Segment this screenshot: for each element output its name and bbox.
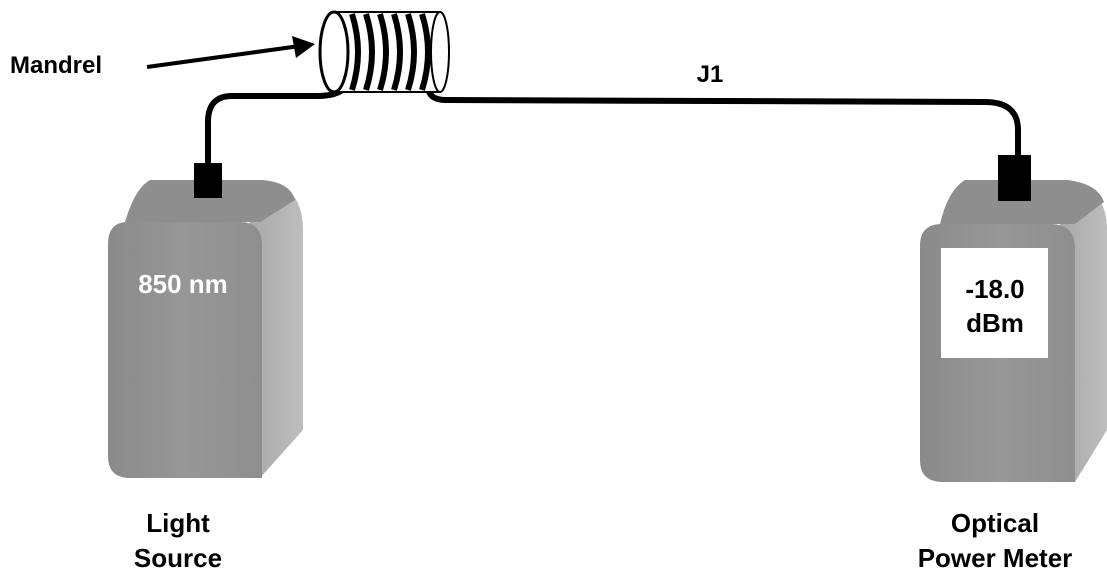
mandrel-fiber-wraps (349, 13, 431, 91)
meter-reading-unit: dBm (966, 308, 1024, 338)
power-meter-screen (941, 248, 1048, 358)
light-source-caption-line2: Source (134, 543, 222, 573)
source-wavelength-display: 850 nm (138, 269, 228, 299)
fiber-wrap (377, 13, 389, 91)
mandrel-pointer-arrow (146, 36, 315, 69)
mandrel-far-end (430, 11, 450, 93)
fiber-wrap (419, 13, 431, 91)
light-source-device (108, 163, 303, 478)
power-meter-device (920, 155, 1107, 482)
mandrel-end-cap (318, 10, 350, 94)
arrow-shaft (146, 44, 301, 69)
power-meter-caption-line1: Optical (951, 508, 1039, 538)
cable-source-segment (205, 79, 353, 168)
power-meter-connector (998, 155, 1031, 201)
fiber-wrap (391, 13, 403, 91)
cable-meter-segment (425, 83, 1021, 159)
fiber-wrap (405, 13, 417, 91)
light-source-caption-line1: Light (146, 508, 210, 538)
fiber-wrap (349, 13, 361, 91)
power-meter-top-face (940, 180, 1104, 224)
mandrel (318, 10, 450, 94)
arrow-head (292, 36, 315, 58)
meter-reading-value: -18.0 (965, 274, 1024, 304)
light-source-connector (194, 163, 222, 198)
fiber-cable-j1 (205, 79, 1021, 168)
light-source-top-face (125, 180, 295, 222)
light-source-side-face (250, 180, 303, 478)
fiber-wrap (363, 13, 375, 91)
jumper-label-j1: J1 (697, 61, 724, 88)
light-source-front-face (108, 222, 262, 478)
power-meter-caption-line2: Power Meter (918, 543, 1073, 573)
mandrel-label: Mandrel (10, 52, 102, 79)
